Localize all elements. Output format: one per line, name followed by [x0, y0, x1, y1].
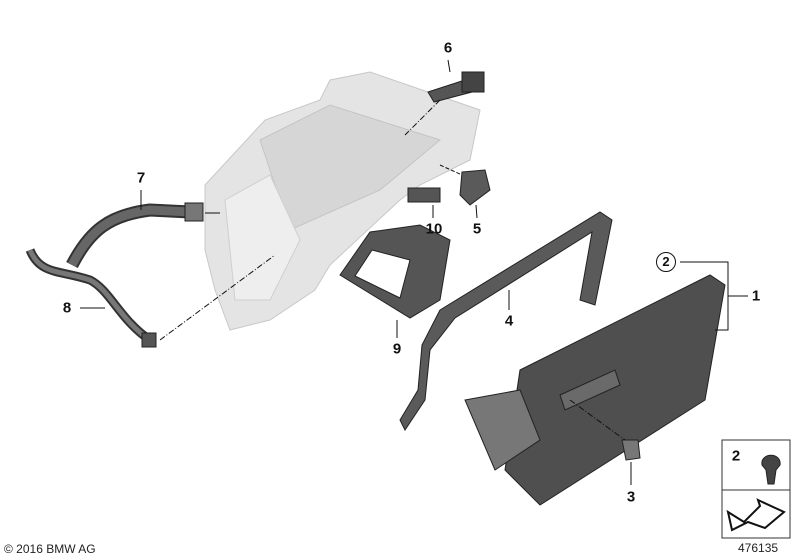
- part-5-bracket: [459, 169, 491, 206]
- callout-10: 10: [425, 220, 443, 238]
- callout-1: 1: [751, 287, 761, 305]
- callout-8: 8: [62, 299, 72, 317]
- glovebox-housing: [204, 71, 481, 331]
- part-4-frame: [399, 211, 613, 431]
- part-7-hose-end: [184, 202, 204, 222]
- callout-2-circled: 2: [656, 252, 676, 272]
- part-3-clip: [621, 439, 641, 461]
- part-1-glovebox-lid: [464, 274, 726, 506]
- callout-4: 4: [504, 312, 514, 330]
- inset-box: [721, 439, 791, 539]
- callout-7: 7: [136, 169, 146, 187]
- inset-label: 2: [731, 447, 741, 465]
- diagram-number: 476135: [738, 541, 779, 555]
- callout-3: 3: [626, 488, 636, 506]
- part-6-latch: [427, 71, 485, 103]
- copyright: © 2016 BMW AG: [4, 542, 96, 556]
- callout-5: 5: [472, 220, 482, 238]
- part-10-pad: [407, 187, 441, 203]
- callout-6: 6: [443, 39, 453, 57]
- callout-9: 9: [392, 340, 402, 358]
